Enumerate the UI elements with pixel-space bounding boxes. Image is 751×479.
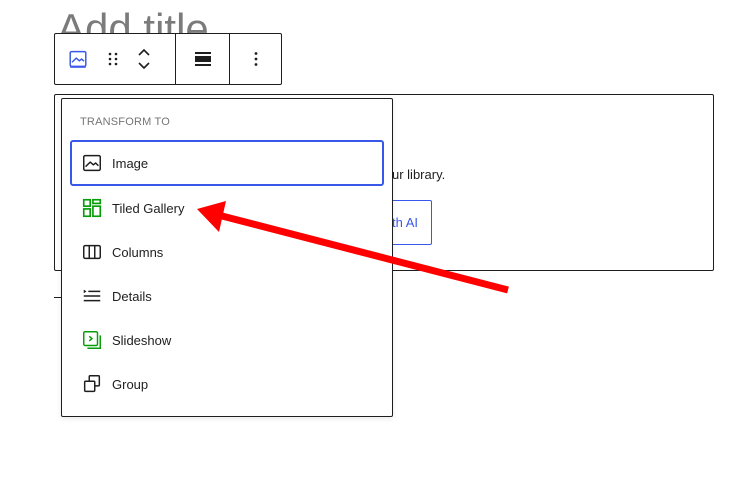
group-icon <box>80 372 104 396</box>
toolbar-group-align <box>176 34 230 84</box>
block-instructions: ur library. <box>392 167 446 182</box>
menu-item-details[interactable]: Details <box>70 274 384 318</box>
details-icon <box>80 284 104 308</box>
divider <box>54 297 62 298</box>
menu-item-group[interactable]: Group <box>70 362 384 406</box>
slideshow-icon <box>80 328 104 352</box>
move-down-button[interactable] <box>135 59 153 73</box>
menu-item-tiled-gallery[interactable]: Tiled Gallery <box>70 186 384 230</box>
tiled-gallery-icon <box>80 196 104 220</box>
menu-item-label: Columns <box>112 244 164 260</box>
menu-item-label: Group <box>112 376 149 392</box>
more-vertical-icon <box>254 52 257 66</box>
menu-item-label: Slideshow <box>112 332 172 348</box>
menu-item-slideshow[interactable]: Slideshow <box>70 318 384 362</box>
menu-heading: TRANSFORM TO <box>80 116 170 128</box>
menu-item-label: Image <box>112 155 149 171</box>
block-movers <box>135 45 153 73</box>
block-type-button[interactable] <box>67 34 89 84</box>
drag-handle-icon <box>108 52 118 66</box>
align-center-icon <box>194 52 211 66</box>
align-button[interactable] <box>194 34 212 84</box>
chevron-up-icon <box>138 48 150 56</box>
toolbar-group-more <box>230 34 281 84</box>
menu-item-label: Details <box>112 288 152 304</box>
menu-item-label: Tiled Gallery <box>112 200 185 216</box>
menu-item-columns[interactable]: Columns <box>70 230 384 274</box>
drag-handle[interactable] <box>107 34 119 84</box>
menu-item-image[interactable]: Image <box>70 140 384 186</box>
image-icon <box>80 151 104 175</box>
more-options-button[interactable] <box>254 34 258 84</box>
transform-menu: TRANSFORM TO Image Tiled Gallery <box>61 98 393 417</box>
toolbar-group-block <box>55 34 176 84</box>
move-up-button[interactable] <box>135 45 153 59</box>
columns-icon <box>80 240 104 264</box>
chevron-down-icon <box>138 62 150 70</box>
block-toolbar <box>54 33 282 85</box>
image-icon <box>69 50 87 68</box>
